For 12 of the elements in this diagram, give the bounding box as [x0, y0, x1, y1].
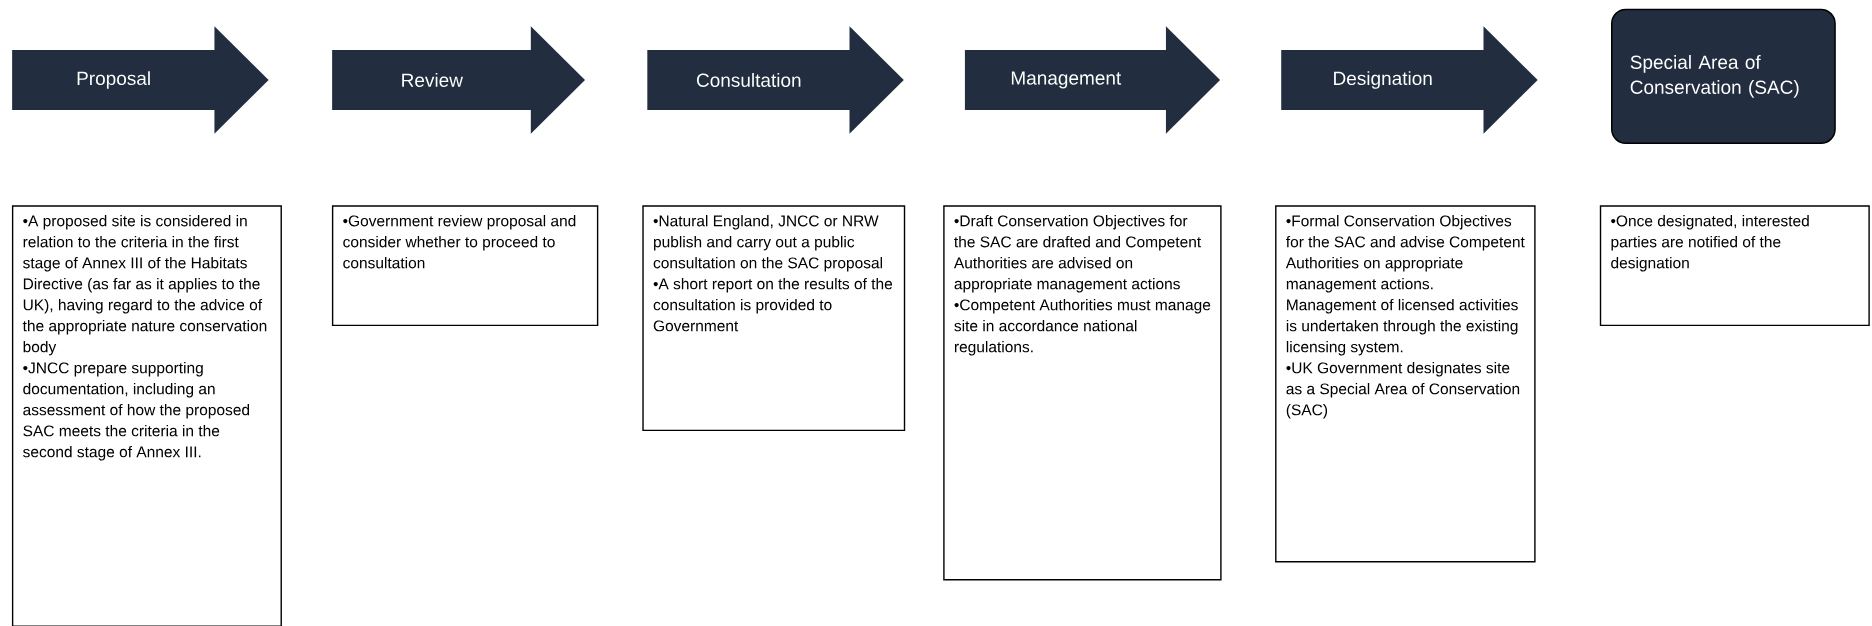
text-box: •Formal Conservation Objectives for the SAC and advise Competent Authorities on appropriate management actions. Management of licensed activities is undertaken through the existing licensing system. •UK Government designates site as a Special Area of Conservation (SAC) — [1275, 205, 1536, 563]
process-step: Management — [964, 26, 1221, 134]
process-step: Proposal — [12, 26, 269, 134]
text-box: •Natural England, JNCC or NRW publish and carry out a public consultation on the SAC proposal •A short report on the results of the consultation is provided to Government — [642, 205, 906, 432]
text-box: •Government review proposal and consider whether to proceed to consultation — [331, 205, 599, 327]
text-box: •Draft Conservation Objectives for the SAC are drafted and Competent Authorities are advised on appropriate management actions •Competent Authorities must manage site in accordance national regulations. — [943, 205, 1222, 581]
process-step: Designation — [1281, 26, 1538, 134]
result-box: Special Area of Conservation (SAC) — [1611, 8, 1836, 144]
process-step: Review — [332, 26, 585, 134]
text-box: •Once designated, interested parties are notified of the designation — [1599, 205, 1870, 327]
text-box: •A proposed site is considered in relation to the criteria in the first stage of Annex III of the Habitats Directive (as far as it applies to the UK), having regard to the advice of the appropriate nature conservation body •JNCC prepare supporting documentation, including an assessment of how the proposed SAC meets the criteria in the second stage of Annex III. — [11, 205, 282, 626]
process-step: Consultation — [647, 26, 904, 134]
